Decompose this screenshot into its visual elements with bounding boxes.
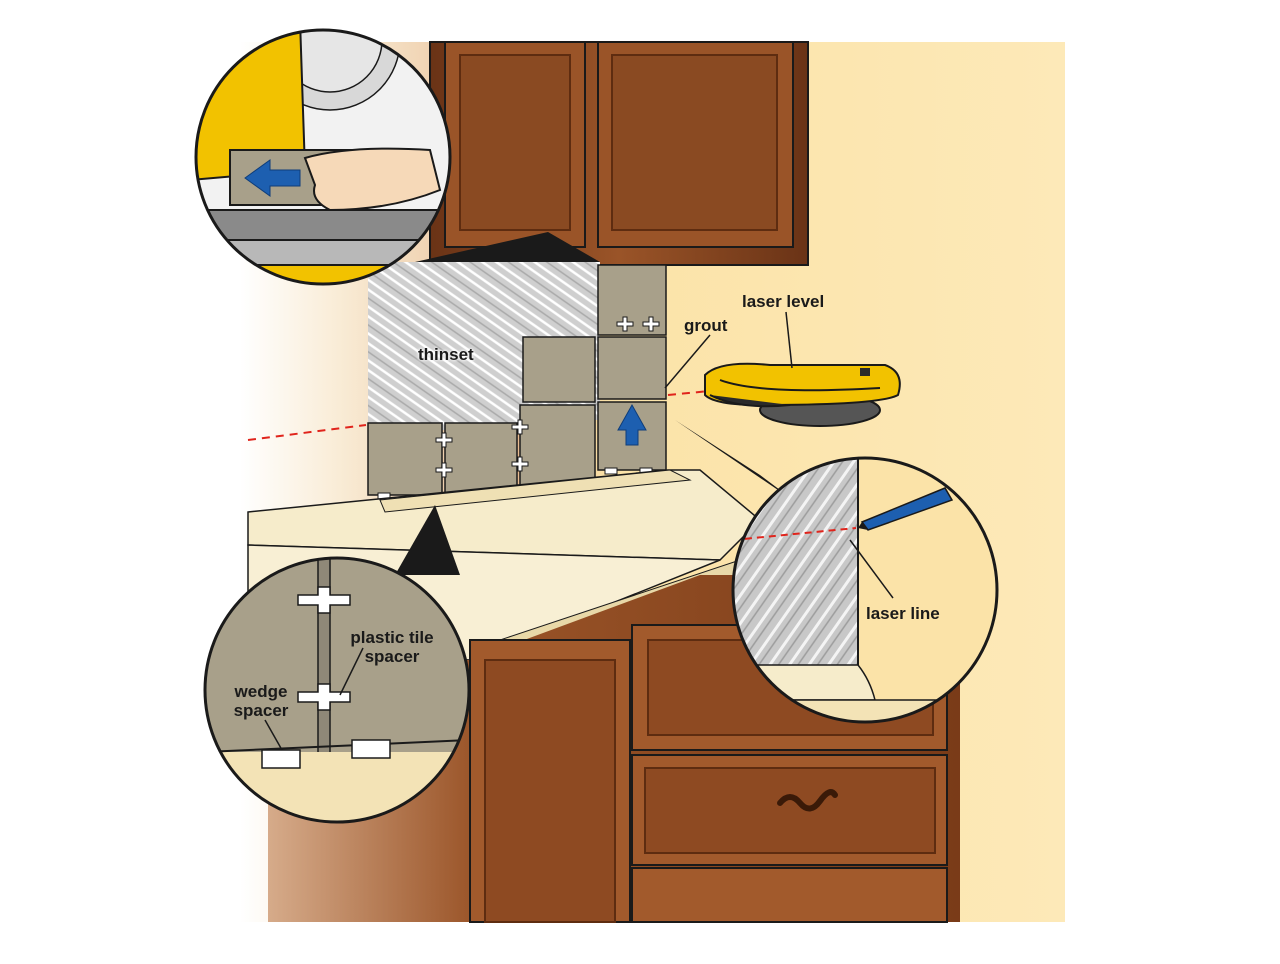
callout-pointer-right	[675, 420, 800, 505]
grout-leader	[664, 334, 711, 389]
callout-pointer-top	[415, 232, 600, 262]
label-grout: grout	[684, 316, 728, 335]
arrow-up-icon	[617, 403, 647, 446]
pencil-icon	[860, 487, 954, 531]
drawer-handle	[777, 789, 838, 812]
label-wedge-spacer: wedge spacer	[225, 682, 297, 720]
arrow-left-icon	[244, 159, 301, 197]
label-wedge-spacer-line2: spacer	[233, 701, 289, 720]
label-wedge-spacer-line1: wedge	[234, 682, 288, 701]
callout-spacers	[203, 556, 471, 824]
label-plastic-tile-spacer-line2: spacer	[364, 647, 420, 666]
upper-cabinet	[429, 41, 809, 266]
laser-line-wall	[247, 424, 367, 441]
label-plastic-tile-spacer-line1: plastic tile	[350, 628, 434, 647]
label-laser-line: laser line	[866, 604, 940, 623]
callout-pointer-bottom-left	[395, 505, 460, 575]
laser-level-icon	[704, 362, 901, 427]
label-laser-level: laser level	[742, 292, 825, 311]
callout-laser-line	[731, 456, 999, 724]
label-plastic-tile-spacer: plastic tile spacer	[342, 628, 442, 666]
laser-level-leader	[785, 311, 793, 369]
label-thinset: thinset	[418, 345, 474, 364]
